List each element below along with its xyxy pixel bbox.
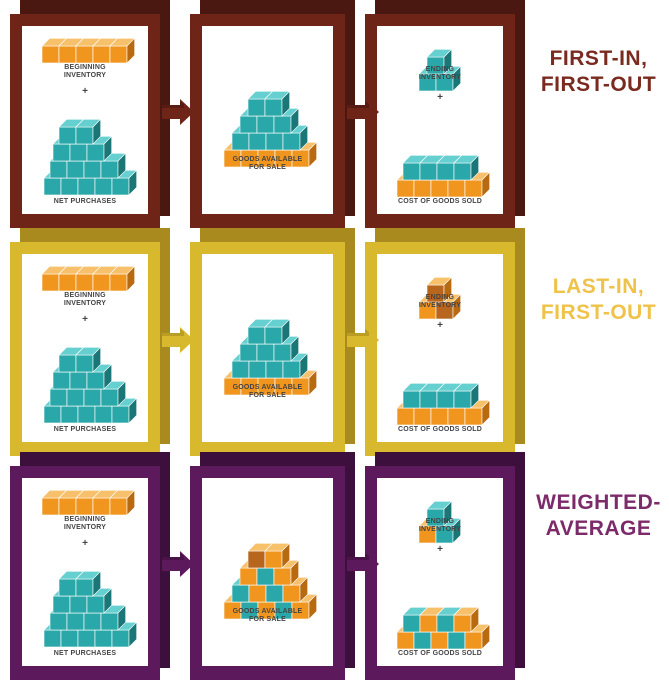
frame-panel: ENDING INVENTORY + COST OF GOODS SOLD [377, 254, 503, 442]
label-beginning-inventory: BEGINNING INVENTORY [22, 292, 148, 308]
inventory-cube [110, 266, 135, 291]
plus-sign: + [22, 86, 148, 97]
flow-arrow-shape [162, 327, 196, 353]
box-beginning-plus-purchases: BEGINNING INVENTORY + NET PURCHASES [10, 236, 170, 458]
flow-arrow [347, 327, 381, 358]
flow-arrow [162, 551, 196, 582]
box-goods-available: GOODS AVAILABLE FOR SALE [190, 236, 355, 458]
inventory-cube [265, 543, 290, 568]
net-purchases-cubes [36, 558, 146, 653]
flow-arrow [347, 551, 381, 582]
plus-sign: + [377, 544, 503, 555]
label-net-purchases: NET PURCHASES [22, 198, 148, 206]
frame-panel: BEGINNING INVENTORY + NET PURCHASES [22, 478, 148, 666]
goods-available-cubes [216, 294, 336, 394]
inventory-cube [76, 347, 101, 372]
flow-arrow [162, 327, 196, 358]
label-cost-of-goods-sold: COST OF GOODS SOLD [377, 198, 503, 206]
box-ending-plus-cogs: ENDING INVENTORY + COST OF GOODS SOLD [365, 8, 525, 230]
inventory-cube [265, 319, 290, 344]
label-cost-of-goods-sold: COST OF GOODS SOLD [377, 426, 503, 434]
plus-sign: + [22, 538, 148, 549]
inventory-cube [265, 91, 290, 116]
label-goods-available: GOODS AVAILABLE FOR SALE [202, 608, 333, 624]
plus-sign: + [377, 320, 503, 331]
box-ending-plus-cogs: ENDING INVENTORY + COST OF GOODS SOLD [365, 460, 525, 682]
label-net-purchases: NET PURCHASES [22, 650, 148, 658]
frame-panel: ENDING INVENTORY + COST OF GOODS SOLD [377, 478, 503, 666]
flow-arrow-shape [347, 327, 381, 353]
label-ending-inventory: ENDING INVENTORY [377, 294, 503, 310]
cost-of-goods-sold-cubes [391, 570, 511, 650]
flow-arrow-shape [162, 551, 196, 577]
method-title-lifo: LAST-IN, FIRST-OUT [530, 274, 667, 326]
frame-panel: GOODS AVAILABLE FOR SALE [202, 26, 333, 214]
method-title-fifo: FIRST-IN, FIRST-OUT [530, 46, 667, 98]
box-beginning-plus-purchases: BEGINNING INVENTORY + NET PURCHASES [10, 8, 170, 230]
box-goods-available: GOODS AVAILABLE FOR SALE [190, 8, 355, 230]
label-ending-inventory: ENDING INVENTORY [377, 66, 503, 82]
label-ending-inventory: ENDING INVENTORY [377, 518, 503, 534]
label-cost-of-goods-sold: COST OF GOODS SOLD [377, 650, 503, 658]
flow-arrow-shape [162, 99, 196, 125]
frame-panel: GOODS AVAILABLE FOR SALE [202, 478, 333, 666]
label-goods-available: GOODS AVAILABLE FOR SALE [202, 156, 333, 172]
inventory-cube [454, 607, 479, 632]
box-beginning-plus-purchases: BEGINNING INVENTORY + NET PURCHASES [10, 460, 170, 682]
cost-of-goods-sold-cubes [391, 346, 511, 426]
plus-sign: + [377, 92, 503, 103]
cost-of-goods-sold-cubes [391, 118, 511, 198]
flow-arrow-shape [347, 551, 381, 577]
inventory-cube [454, 155, 479, 180]
label-beginning-inventory: BEGINNING INVENTORY [22, 516, 148, 532]
box-goods-available: GOODS AVAILABLE FOR SALE [190, 460, 355, 682]
label-net-purchases: NET PURCHASES [22, 426, 148, 434]
flow-arrow [347, 99, 381, 130]
frame-panel: ENDING INVENTORY + COST OF GOODS SOLD [377, 26, 503, 214]
frame-panel: GOODS AVAILABLE FOR SALE [202, 254, 333, 442]
frame-panel: BEGINNING INVENTORY + NET PURCHASES [22, 254, 148, 442]
inventory-cube [76, 571, 101, 596]
inventory-cube [76, 119, 101, 144]
net-purchases-cubes [36, 106, 146, 201]
frame-panel: BEGINNING INVENTORY + NET PURCHASES [22, 26, 148, 214]
label-beginning-inventory: BEGINNING INVENTORY [22, 64, 148, 80]
inventory-cube [110, 38, 135, 63]
box-ending-plus-cogs: ENDING INVENTORY + COST OF GOODS SOLD [365, 236, 525, 458]
method-title-weighted: WEIGHTED- AVERAGE [530, 490, 667, 542]
goods-available-cubes [216, 518, 336, 618]
flow-arrow-shape [347, 99, 381, 125]
goods-available-cubes [216, 66, 336, 166]
net-purchases-cubes [36, 334, 146, 429]
flow-arrow [162, 99, 196, 130]
inventory-cube [454, 383, 479, 408]
plus-sign: + [22, 314, 148, 325]
inventory-cube [110, 490, 135, 515]
label-goods-available: GOODS AVAILABLE FOR SALE [202, 384, 333, 400]
